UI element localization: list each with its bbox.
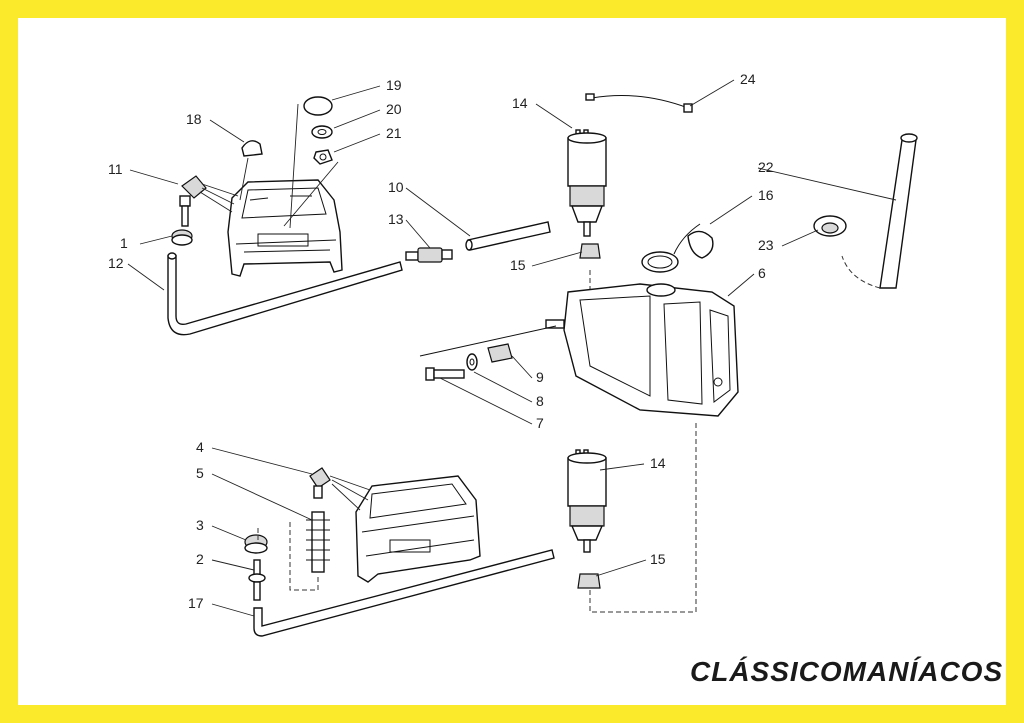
- callout-20: 20: [386, 101, 402, 117]
- diagram-sheet: [18, 18, 1006, 705]
- callout-24: 24: [740, 71, 756, 87]
- callout-18: 18: [186, 111, 202, 127]
- callout-3: 3: [196, 517, 204, 533]
- hose-10: [465, 221, 551, 251]
- pump-14-upper: [567, 129, 607, 237]
- callout-14-lower: 14: [650, 455, 666, 471]
- callout-5: 5: [196, 465, 204, 481]
- stud-2: [248, 559, 266, 601]
- callout-4: 4: [196, 439, 204, 455]
- callout-6: 6: [758, 265, 766, 281]
- nut-21: [313, 149, 333, 165]
- cap-19: [303, 96, 333, 116]
- wire-24: [585, 93, 693, 113]
- front-jet-nozzle-4: [309, 467, 331, 499]
- washer-20: [311, 125, 333, 139]
- callout-17: 17: [188, 595, 204, 611]
- callout-23: 23: [758, 237, 774, 253]
- front-car-outline: [355, 475, 481, 583]
- rear-jet-nozzle-11: [179, 175, 207, 227]
- callout-8: 8: [536, 393, 544, 409]
- washer-8: [466, 353, 478, 371]
- callout-22: 22: [758, 159, 774, 175]
- callout-11: 11: [108, 161, 123, 177]
- callout-21: 21: [386, 125, 402, 141]
- hose-12: [167, 252, 403, 336]
- callout-16: 16: [758, 187, 774, 203]
- callout-10: 10: [388, 179, 404, 195]
- rear-car-outline: [227, 179, 343, 277]
- grommet-15-lower: [577, 573, 601, 589]
- watermark-logo: CLÁSSICOMANÍACOS: [690, 656, 1004, 687]
- grommet-1: [171, 229, 193, 246]
- hose-5: [306, 511, 330, 573]
- connector-13: [405, 247, 453, 263]
- callout-7: 7: [536, 415, 544, 431]
- hose-17: [253, 549, 555, 637]
- callout-15-lower: 15: [650, 551, 666, 567]
- callout-9: 9: [536, 369, 544, 385]
- grommet-15-upper: [579, 243, 601, 259]
- callout-2: 2: [196, 551, 204, 567]
- callout-12: 12: [108, 255, 124, 271]
- callout-13: 13: [388, 211, 404, 227]
- reservoir-6: [545, 283, 739, 417]
- callout-19: 19: [386, 77, 402, 93]
- cap-16: [641, 223, 714, 273]
- pump-14-lower: [567, 449, 607, 553]
- grommet-3: [244, 534, 268, 554]
- cap-18: [241, 140, 263, 157]
- callout-1: 1: [120, 235, 128, 251]
- callout-15-upper: 15: [510, 257, 526, 273]
- bolt-7: [425, 367, 465, 381]
- callout-14-upper: 14: [512, 95, 528, 111]
- filler-tube-22: [841, 133, 918, 289]
- grommet-23: [813, 215, 847, 237]
- clip-9: [487, 343, 513, 363]
